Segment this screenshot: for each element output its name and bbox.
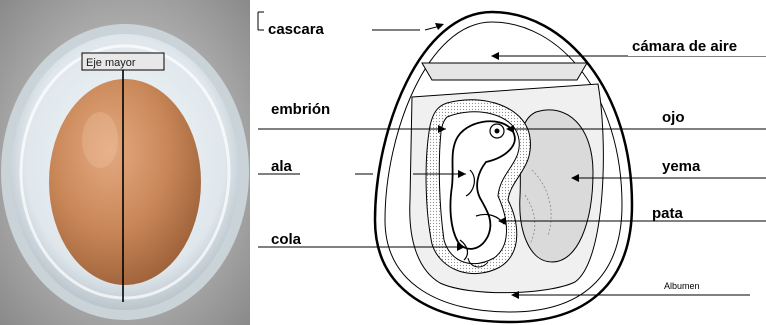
label-ala: ala: [271, 158, 293, 175]
label-camara-de-aire: cámara de aire: [632, 38, 737, 55]
egg: [49, 79, 201, 285]
egg-diagram: [375, 12, 632, 322]
label-ojo: ojo: [662, 109, 685, 126]
egg-photo: Eje mayor: [0, 0, 250, 325]
label-pata: pata: [652, 205, 684, 222]
air-chamber: [422, 63, 587, 80]
label-embrion: embrión: [271, 101, 330, 118]
label-albumen: Albumen: [664, 281, 700, 291]
label-cola: cola: [271, 231, 302, 248]
label-cascara: cascara: [268, 21, 325, 38]
label-yema: yema: [662, 158, 701, 175]
axis-label: Eje mayor: [86, 57, 136, 69]
